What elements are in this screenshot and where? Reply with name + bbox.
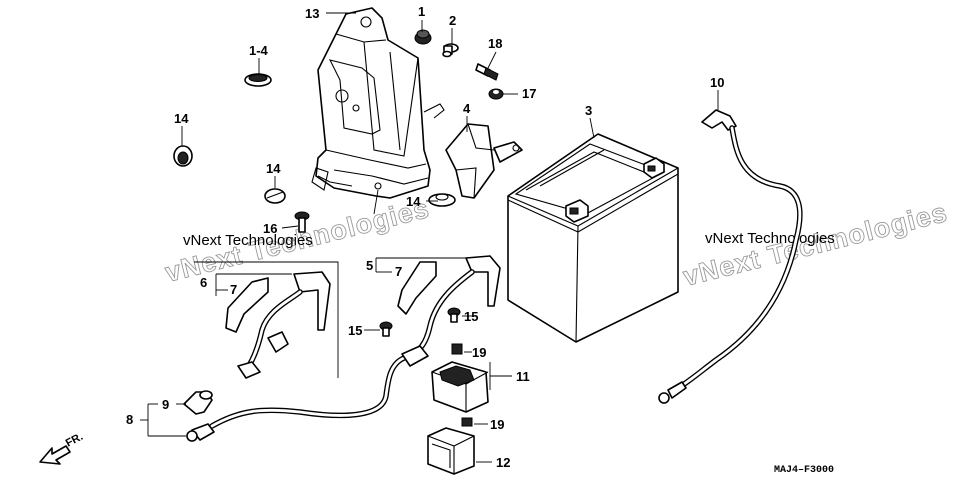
- callout-8: 8: [126, 412, 133, 427]
- relay-cover-part-12: [427, 427, 475, 475]
- watermark-right: vNext Technologies vNext Technologies: [680, 197, 951, 293]
- front-label: FR.: [64, 431, 85, 450]
- callout-2: 2: [449, 13, 456, 28]
- grommet-part-14d: [428, 193, 456, 207]
- bolt-part-18: [475, 63, 499, 81]
- bracket-part-4: [445, 123, 523, 199]
- positive-cable-inset: [225, 271, 331, 379]
- leader-lines: [140, 12, 719, 463]
- callout-3: 3: [585, 103, 592, 118]
- fuse-part-19a: [451, 343, 463, 355]
- front-arrow-icon: [39, 445, 71, 465]
- diagram-code: MAJ4–F3000: [774, 465, 834, 476]
- screw-part-16: [294, 211, 310, 233]
- callout-15a: 15: [348, 323, 362, 338]
- callout-14a: 1‑4: [249, 43, 269, 58]
- callout-16: 16: [263, 221, 277, 236]
- callout-5: 5: [366, 258, 373, 273]
- inset-frame: [194, 261, 339, 378]
- callout-18: 18: [488, 36, 502, 51]
- collar-part-2: [442, 43, 459, 58]
- watermark-left-text: vNext Technologies: [183, 232, 313, 249]
- nut-part-17: [488, 88, 504, 100]
- positive-cable-part-5: [186, 255, 501, 442]
- callout-19b: 19: [490, 417, 504, 432]
- callout-15b: 15: [464, 309, 478, 324]
- bolt-part-15b: [447, 307, 461, 323]
- callout-14c: 14: [266, 161, 281, 176]
- battery-box-part: [311, 7, 445, 215]
- watermark-right-text: vNext Technologies: [705, 230, 835, 247]
- callout-12: 12: [496, 455, 510, 470]
- callout-6: 6: [200, 275, 207, 290]
- callout-7a: 7: [230, 282, 237, 297]
- callout-9: 9: [162, 397, 169, 412]
- grommet-part-1: [414, 29, 432, 45]
- callouts: 13 1 2 1‑4 18 17 3 4 10 14 14 14 16 5 7 …: [126, 4, 724, 470]
- front-direction-indicator: FR.: [39, 431, 85, 465]
- callout-11: 11: [516, 369, 530, 384]
- terminal-boot-part-9: [183, 390, 213, 415]
- callout-14d: 14: [406, 194, 421, 209]
- bolt-part-15a: [379, 321, 393, 337]
- callout-17: 17: [522, 86, 536, 101]
- callout-10: 10: [710, 75, 724, 90]
- negative-cable-part-10: [658, 109, 803, 404]
- grommet-part-14a: [244, 73, 272, 87]
- terminal-cover-part-7: [397, 261, 437, 315]
- grommet-part-14c: [264, 188, 286, 204]
- battery-part-3: [507, 133, 679, 343]
- callout-4: 4: [463, 101, 471, 116]
- grommet-part-14b: [173, 145, 193, 167]
- callout-13: 13: [305, 6, 319, 21]
- callout-19a: 19: [472, 345, 486, 360]
- callout-1: 1: [418, 4, 425, 19]
- callout-14b: 14: [174, 111, 189, 126]
- fuse-part-19b: [461, 417, 473, 427]
- starter-relay-part-11: [431, 361, 489, 413]
- callout-7b: 7: [395, 264, 402, 279]
